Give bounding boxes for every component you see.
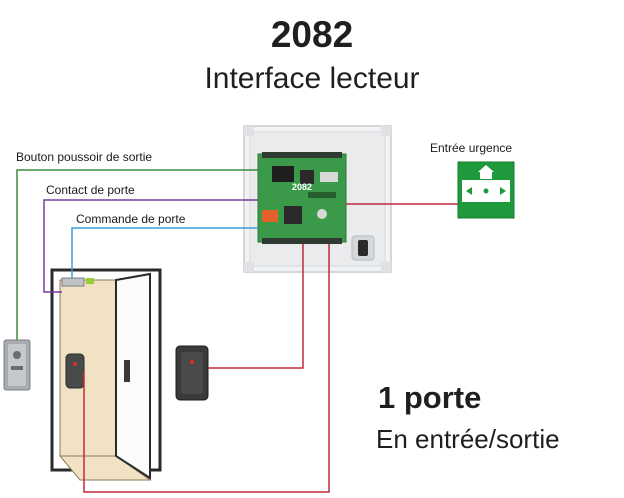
house-icon [478, 165, 494, 172]
door-command-wire [71, 227, 258, 278]
reader-wire [208, 244, 304, 369]
door-command-label: Commande de porte [76, 212, 186, 226]
door-contact-wire [43, 199, 258, 293]
card-reader [175, 345, 209, 401]
emergency-box [457, 161, 515, 219]
circuit-board [257, 152, 347, 244]
arrow-right-icon [466, 187, 472, 195]
exit-button-label: Bouton poussoir de sortie [16, 150, 153, 164]
product-model: 2082 [270, 14, 354, 55]
door-contact-label: Contact de porte [46, 183, 135, 197]
arrow-left-icon [500, 187, 506, 195]
access-mode: En entrée/sortie [376, 424, 560, 454]
exit-button-wire [16, 169, 258, 340]
board-label: 2082 [292, 182, 312, 192]
door [50, 268, 162, 481]
door-count: 1 porte [378, 380, 482, 415]
exit-push-button [3, 339, 31, 391]
product-subtitle: Interface lecteur [204, 62, 420, 95]
emergency-label: Entrée urgence [430, 141, 513, 155]
door-reader-wire [83, 244, 330, 493]
